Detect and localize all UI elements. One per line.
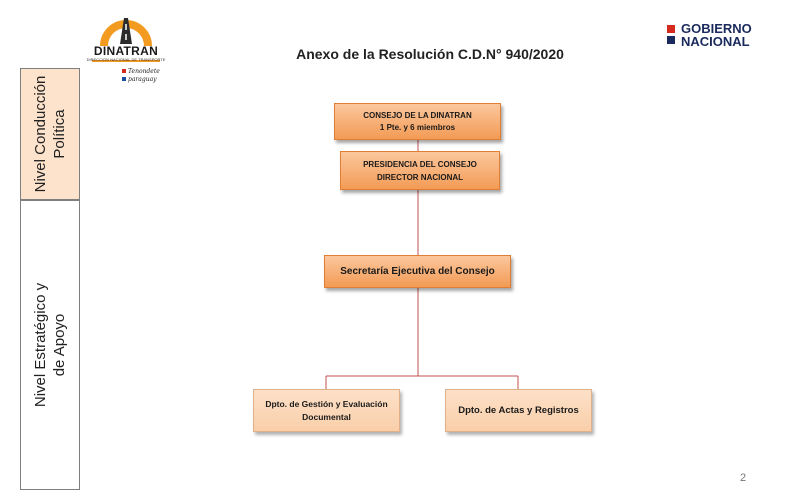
department-box-gestion: Dpto. de Gestión y Evaluación Documental xyxy=(253,389,400,432)
department-line-2: Documental xyxy=(302,411,351,422)
department-line-1: Dpto. de Gestión y Evaluación xyxy=(265,398,388,409)
government-line-1: GOBIERNO xyxy=(681,21,752,36)
dinatran-road-logo-icon xyxy=(92,18,160,62)
flag-red-icon xyxy=(667,25,675,33)
slogan-line-1: Tenondete xyxy=(128,68,160,75)
secretariat-box: Secretaría Ejecutiva del Consejo xyxy=(324,255,511,288)
department-line-1: Dpto. de Actas y Registros xyxy=(458,405,579,416)
slogan-line-2: paraguay xyxy=(128,76,157,83)
red-square-icon xyxy=(122,69,126,73)
flag-blue-icon xyxy=(667,36,675,44)
council-line-1: CONSEJO DE LA DINATRAN xyxy=(363,110,472,120)
government-line-2: NACIONAL xyxy=(681,34,750,49)
page-number: 2 xyxy=(740,472,747,484)
council-line-2: 1 Pte. y 6 miembros xyxy=(379,122,456,132)
presidency-box: PRESIDENCIA DEL CONSEJO DIRECTOR NACIONA… xyxy=(340,151,500,190)
page-title: Anexo de la Resolución C.D.N° 940/2020 xyxy=(296,46,564,62)
secretariat-label: Secretaría Ejecutiva del Consejo xyxy=(340,266,495,277)
presidency-line-1: PRESIDENCIA DEL CONSEJO xyxy=(363,159,477,169)
org-logo-name: DINATRAN xyxy=(93,44,159,58)
org-logo-subtitle: DIRECCION NACIONAL DE TRANSPORTE xyxy=(86,57,166,62)
slogan: Tenondete paraguay xyxy=(122,68,160,84)
council-box: CONSEJO DE LA DINATRAN 1 Pte. y 6 miembr… xyxy=(334,103,501,140)
presidency-line-2: DIRECTOR NACIONAL xyxy=(376,172,464,182)
blue-square-icon xyxy=(122,77,126,81)
department-box-actas: Dpto. de Actas y Registros xyxy=(445,389,592,432)
